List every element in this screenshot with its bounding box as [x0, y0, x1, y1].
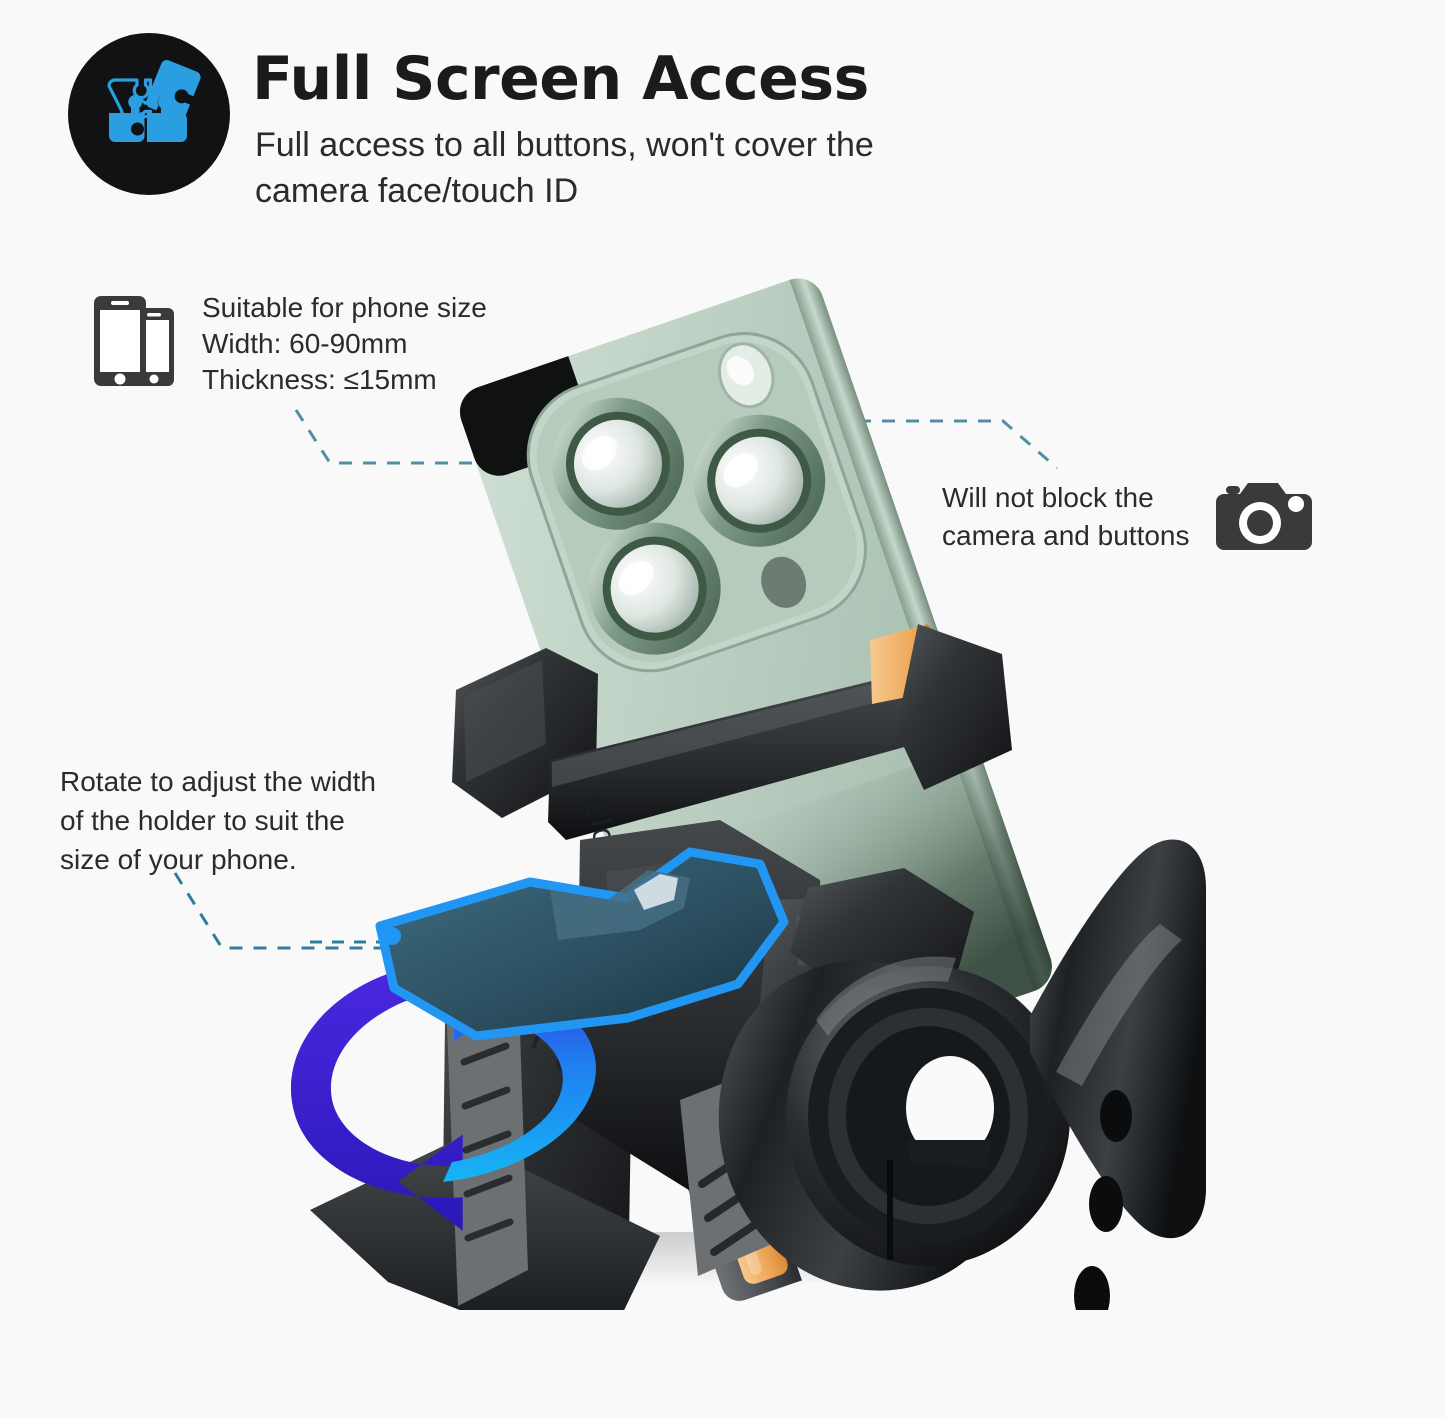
rotate-line1: Rotate to adjust the width: [60, 766, 376, 797]
callout-camera: Will not block the camera and buttons: [942, 476, 1312, 558]
rotation-arrow-front: [443, 944, 596, 1182]
holder-top-right-jaw: [896, 624, 1012, 790]
camera-lens-3: [588, 522, 721, 655]
camera-icon: [1215, 483, 1312, 550]
camera-line2: camera and buttons: [942, 520, 1190, 551]
phone-size-line3: Thickness: ≤15mm: [202, 364, 437, 395]
header-badge: [68, 33, 230, 195]
camera-flash: [717, 342, 775, 409]
connector-rotate: [173, 872, 392, 950]
holder-vent-slots-left: [460, 1042, 514, 1242]
rotation-arrow-back: [290, 966, 463, 1231]
camera-lidar: [761, 556, 807, 608]
rotate-line3: size of your phone.: [60, 844, 297, 875]
page-subtitle-line1: Full access to all buttons, won't cover …: [255, 126, 874, 164]
holder-top-clamp: Close: [452, 624, 1012, 884]
callout-phone-size-text: Suitable for phone size Width: 60-90mm T…: [202, 290, 487, 398]
puzzle-icon: [107, 60, 201, 142]
callout-camera-text: Will not block the camera and buttons: [942, 479, 1190, 555]
clamp-hole-1: [1100, 1090, 1132, 1142]
handlebar-clamp: [718, 839, 1206, 1310]
holder-crossbar: [548, 674, 930, 840]
rotation-arrow-icon: [290, 847, 789, 1231]
two-phones-icon: [94, 296, 174, 386]
clamp-hole-2: [1089, 1176, 1123, 1232]
clamp-bore: [906, 1056, 994, 1160]
callout-phone-size: Suitable for phone size Width: 60-90mm T…: [90, 290, 487, 398]
phone-camera-module: [526, 332, 867, 673]
bottom-banner: Applicable Handlebar: [0, 1296, 1445, 1418]
page-title: Full Screen Access: [252, 44, 869, 114]
phone-size-line2: Width: 60-90mm: [202, 328, 408, 359]
clamp-barrel: [718, 956, 1070, 1291]
rotate-line2: of the holder to suit the: [60, 805, 345, 836]
camera-lens-1: [552, 397, 685, 530]
clamp-lever-plate: [1030, 839, 1206, 1310]
page-subtitle: Full access to all buttons, won't cover …: [255, 122, 1085, 214]
clamp-hole-3: [1074, 1266, 1110, 1310]
camera-lens-2: [693, 414, 826, 547]
camera-line1: Will not block the: [942, 482, 1154, 513]
holder-adjust-knob: [375, 847, 789, 1041]
callout-rotate: Rotate to adjust the width of the holder…: [60, 762, 460, 879]
page-subtitle-line2: camera face/touch ID: [255, 172, 579, 210]
phone-size-line1: Suitable for phone size: [202, 292, 487, 323]
product-illustration: Close Loose: [290, 278, 1206, 1310]
